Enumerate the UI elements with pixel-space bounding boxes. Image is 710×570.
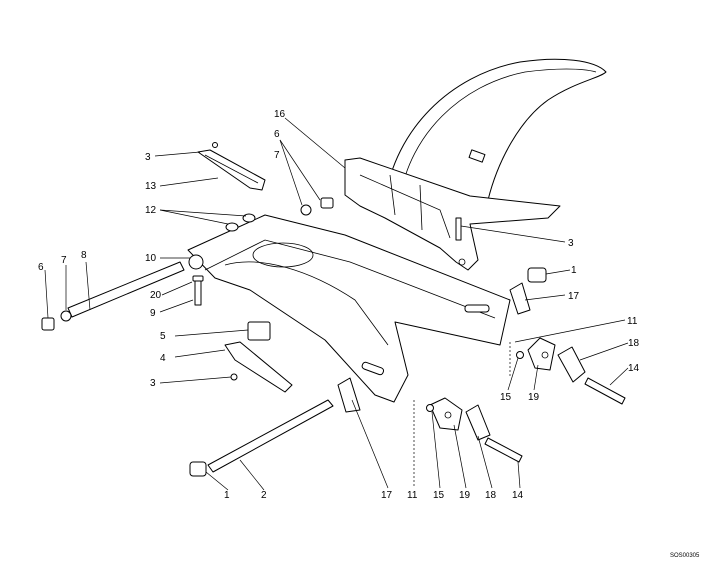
- washer-15-lower: [426, 404, 434, 412]
- callout-2: 2: [261, 490, 267, 501]
- callout-6-top: 6: [274, 129, 280, 140]
- callout-19-right: 19: [528, 392, 540, 403]
- leader-lines: [44, 117, 629, 491]
- screw-20-9: [192, 275, 204, 306]
- callout-8: 8: [81, 250, 87, 261]
- screw-3-top-right: [455, 217, 462, 241]
- washer-7-left: [60, 310, 72, 322]
- callout-7-left: 7: [61, 255, 67, 266]
- bushing-1-lower: [189, 461, 207, 477]
- callout-3-top: 3: [145, 152, 151, 163]
- callout-1-right: 1: [571, 265, 577, 276]
- callout-19-lower: 19: [459, 490, 471, 501]
- callout-7-top: 7: [274, 150, 280, 161]
- pivot-shaft-8: [67, 261, 185, 318]
- plate-18-lower: [465, 404, 491, 441]
- callout-15-right: 15: [500, 392, 512, 403]
- callout-6-left: 6: [38, 262, 44, 273]
- bolt-14-lower: [484, 437, 523, 463]
- rear-fender: [344, 58, 607, 271]
- drawing-code: SOS00305: [670, 553, 700, 559]
- callout-9: 9: [150, 308, 156, 319]
- bracket-17-lower: [337, 377, 361, 413]
- callout-20: 20: [150, 290, 162, 301]
- screw-3-lower: [230, 373, 238, 381]
- callout-18-lower: 18: [485, 490, 497, 501]
- callout-16: 16: [274, 109, 286, 120]
- swingarm: [187, 214, 511, 403]
- callout-1-lower: 1: [224, 490, 230, 501]
- nut-6-top: [320, 197, 334, 209]
- callout-10: 10: [145, 253, 157, 264]
- callout-14-right: 14: [628, 363, 640, 374]
- callout-11-right: 11: [627, 316, 638, 327]
- bolt-14-right: [584, 377, 626, 405]
- callout-18-right: 18: [628, 338, 640, 349]
- bracket-17-right: [509, 282, 531, 315]
- adjuster-19-right: [527, 337, 556, 371]
- chain-guard: [197, 142, 266, 191]
- washer-15-right: [516, 351, 524, 359]
- callout-12: 12: [145, 205, 157, 216]
- callout-14-lower: 14: [512, 490, 524, 501]
- callout-15-lower: 15: [433, 490, 445, 501]
- callout-3-lower: 3: [150, 378, 156, 389]
- plate-18-right: [557, 346, 586, 383]
- washer-7-top: [300, 204, 312, 216]
- callout-17-lower: 17: [381, 490, 393, 501]
- pad-5: [247, 321, 271, 341]
- nut-6-left: [41, 317, 55, 331]
- callout-4: 4: [160, 353, 166, 364]
- pivot-shaft-2: [207, 399, 334, 473]
- callout-11-lower: 11: [407, 490, 418, 501]
- callout-17-right: 17: [568, 291, 580, 302]
- callout-labels: 16 6 7 3 13 12 10 8 7 6 20 9 5 4 3 3 1 1…: [38, 109, 700, 559]
- callout-5: 5: [160, 331, 166, 342]
- bracket-4: [224, 341, 293, 393]
- adjuster-19-lower: [429, 397, 463, 431]
- bushing-1-right: [527, 267, 547, 283]
- callout-13: 13: [145, 181, 157, 192]
- callout-3-right: 3: [568, 238, 574, 249]
